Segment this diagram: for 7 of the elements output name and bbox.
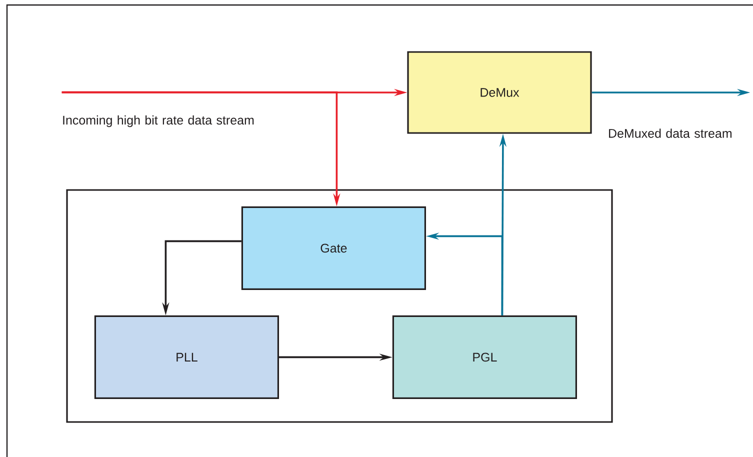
stream-label: Incoming high bit rate data stream [63, 115, 254, 128]
process-box: PLL [94, 315, 279, 399]
process-box: PGL [392, 315, 577, 399]
group-box [66, 189, 613, 423]
process-box: Gate [241, 206, 426, 290]
process-box: DeMux [407, 51, 592, 134]
stream-label: DeMuxed data stream [609, 128, 732, 138]
